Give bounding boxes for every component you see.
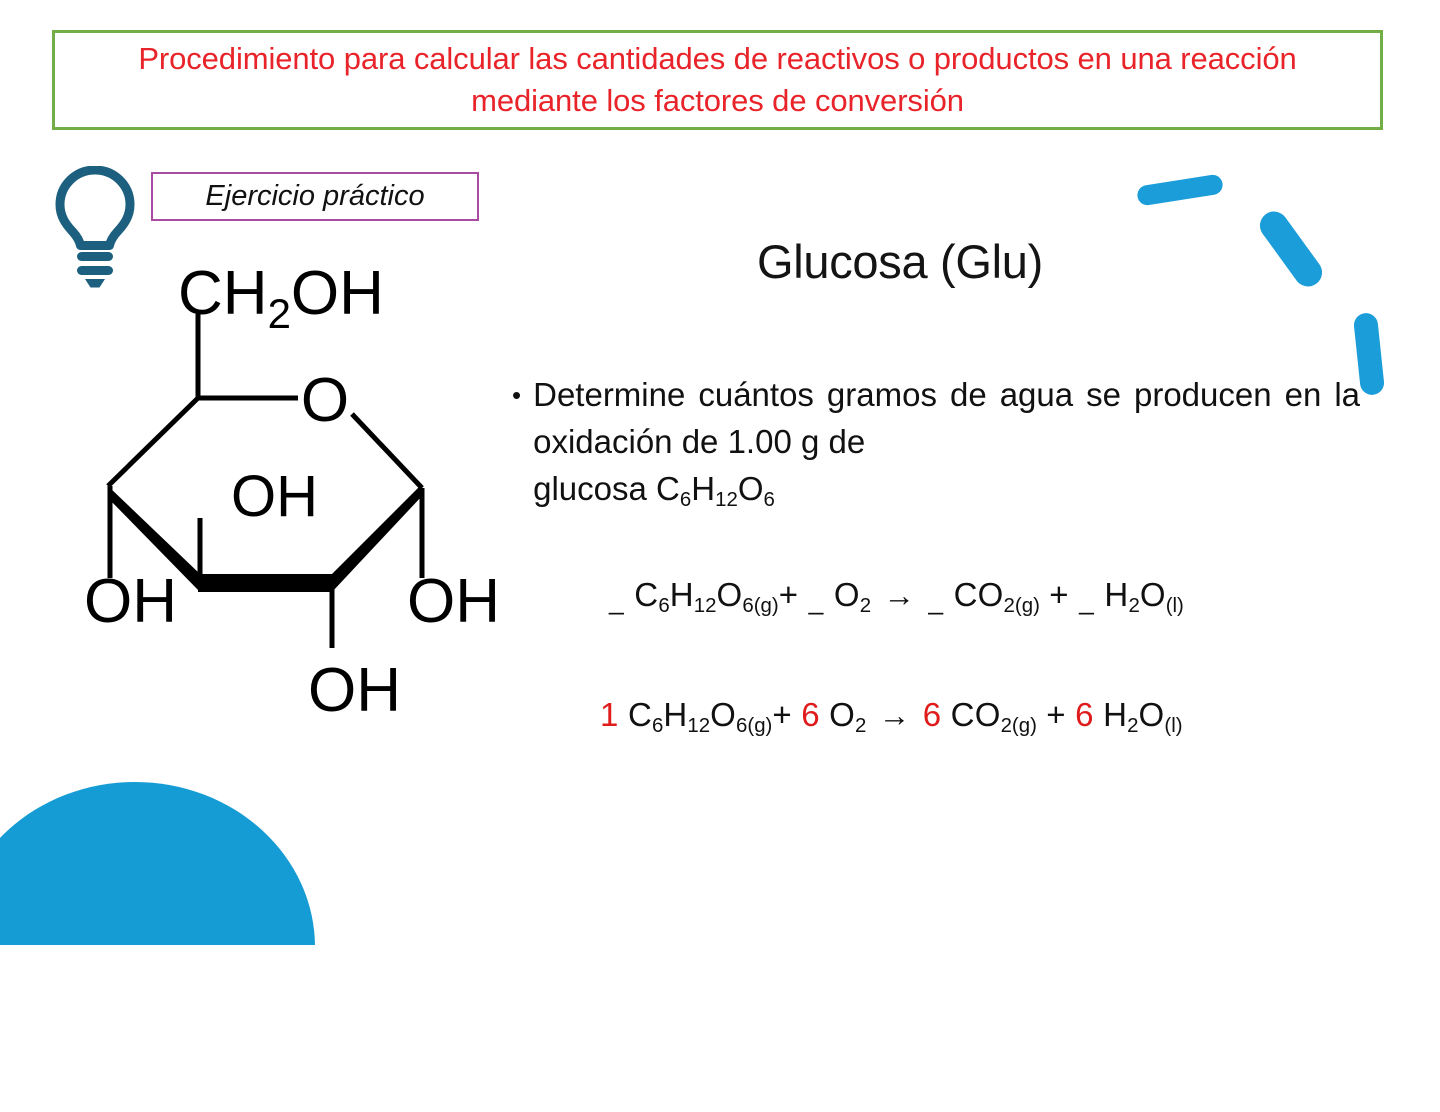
question-bullet-marker: • xyxy=(512,380,522,410)
label-oh-bottom: OH xyxy=(308,656,401,725)
reaction-arrow: → xyxy=(883,578,915,613)
plus-sign-1: + xyxy=(778,576,799,613)
lightbulb-icon xyxy=(52,165,138,288)
question-line-1: Determine cuántos gramos de agua se xyxy=(533,376,1121,413)
question-block: • Determine cuántos gramos de agua se pr… xyxy=(512,372,1360,514)
exercise-badge: Ejercicio práctico xyxy=(151,172,479,221)
formula-oxygen-balanced: O2 xyxy=(829,696,867,738)
question-line-3: glucosa C6H12O6 xyxy=(533,469,775,511)
formula-glucose: C6H12O6(g) xyxy=(634,576,779,618)
plus-sign-1-balanced: + xyxy=(772,696,792,733)
title-banner: Procedimiento para calcular las cantidad… xyxy=(52,30,1383,130)
label-ch2oh: CH2OH xyxy=(178,259,384,337)
blank-coefficient-4[interactable]: _ xyxy=(1079,585,1095,616)
coefficient-carbon-dioxide: 6 xyxy=(922,696,942,733)
question-line-2: producen en la oxidación de 1.00 g de xyxy=(533,376,1360,460)
title-text: Procedimiento para calcular las cantidad… xyxy=(138,41,1297,118)
coefficient-water: 6 xyxy=(1075,696,1094,733)
coefficient-oxygen: 6 xyxy=(801,696,820,733)
blank-coefficient-1[interactable]: _ xyxy=(609,585,624,616)
formula-oxygen: O2 xyxy=(833,576,872,618)
plus-sign-2-balanced: + xyxy=(1046,696,1066,733)
label-oh-top-center: OH xyxy=(231,464,318,529)
label-oh-left: OH xyxy=(84,567,177,636)
compound-title: Glucosa (Glu) xyxy=(756,235,1044,288)
slide-canvas: Procedimiento para calcular las cantidad… xyxy=(0,30,1386,945)
formula-water-balanced: H2O(l) xyxy=(1103,696,1183,738)
plus-sign-2: + xyxy=(1049,576,1069,613)
formula-carbon-dioxide-balanced: CO2(g) xyxy=(950,696,1037,738)
label-ring-oxygen: O xyxy=(301,366,349,435)
formula-carbon-dioxide: CO2(g) xyxy=(953,576,1040,618)
glucose-structure-diagram: CH2OH O OH OH OH OH xyxy=(60,256,540,746)
formula-water: H2O(l) xyxy=(1104,576,1184,618)
blank-coefficient-3[interactable]: _ xyxy=(928,585,944,616)
question-text: Determine cuántos gramos de agua se prod… xyxy=(533,372,1360,514)
formula-glucose-balanced: C6H12O6(g) xyxy=(627,696,773,738)
blue-dome-decoration xyxy=(0,782,315,945)
equation-unbalanced: _ C6H12O6(g)+ _ O2 → _ CO2(g) + _ H2O(l) xyxy=(608,576,1184,618)
blue-dash-decoration-1 xyxy=(1135,173,1225,207)
label-oh-right: OH xyxy=(407,567,500,636)
blank-coefficient-2[interactable]: _ xyxy=(808,585,824,616)
exercise-badge-label: Ejercicio práctico xyxy=(205,180,425,212)
reaction-arrow-balanced: → xyxy=(878,698,911,733)
coefficient-glucose: 1 xyxy=(600,696,619,733)
equation-balanced: 1 C6H12O6(g)+ 6 O2 → 6 CO2(g) + 6 H2O(l) xyxy=(600,696,1183,738)
